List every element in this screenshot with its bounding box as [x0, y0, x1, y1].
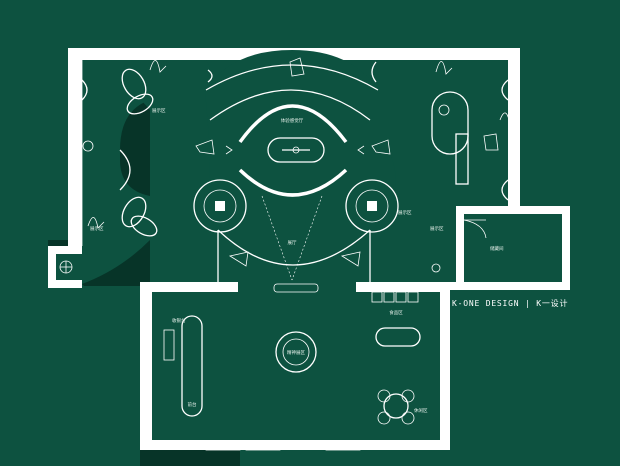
left-wing: 展示区 展示区: [59, 60, 167, 274]
room-label-storage: 储藏间: [490, 245, 504, 252]
lower-hall: 前台 收银台 精神展区 食品区 休闲区: [163, 291, 428, 451]
right-wing: 展示区 展示区: [398, 61, 511, 273]
figure-glyphs: [195, 57, 499, 267]
room-label-display-left-bottom: 展示区: [90, 226, 104, 232]
brand-text: K-ONE DESIGN | K一设计: [452, 298, 568, 308]
room-label-lounge: 休闲区: [414, 407, 428, 414]
room-label-cashier: 收银台: [172, 317, 186, 324]
rooms: [56, 50, 562, 440]
room-label-featured: 精神展区: [287, 349, 305, 356]
experience-hall: 体验感觉厅: [267, 117, 325, 163]
storage-room: 储藏间: [463, 219, 504, 252]
room-label-experience-hall: 体验感觉厅: [281, 117, 304, 124]
room-label-display-right-bottom: 展示区: [398, 210, 412, 216]
room-label-front-desk: 前台: [188, 401, 197, 408]
room-label-display-right: 展示区: [430, 226, 444, 232]
partitions: [71, 60, 509, 282]
room-label-snack: 食品区: [389, 309, 403, 316]
room-label-hall: 展厅: [288, 240, 297, 246]
round-tables: [193, 179, 399, 233]
hall-sightlines: 展厅: [261, 195, 323, 293]
room-label-display-left-top: 展示区: [152, 108, 166, 114]
